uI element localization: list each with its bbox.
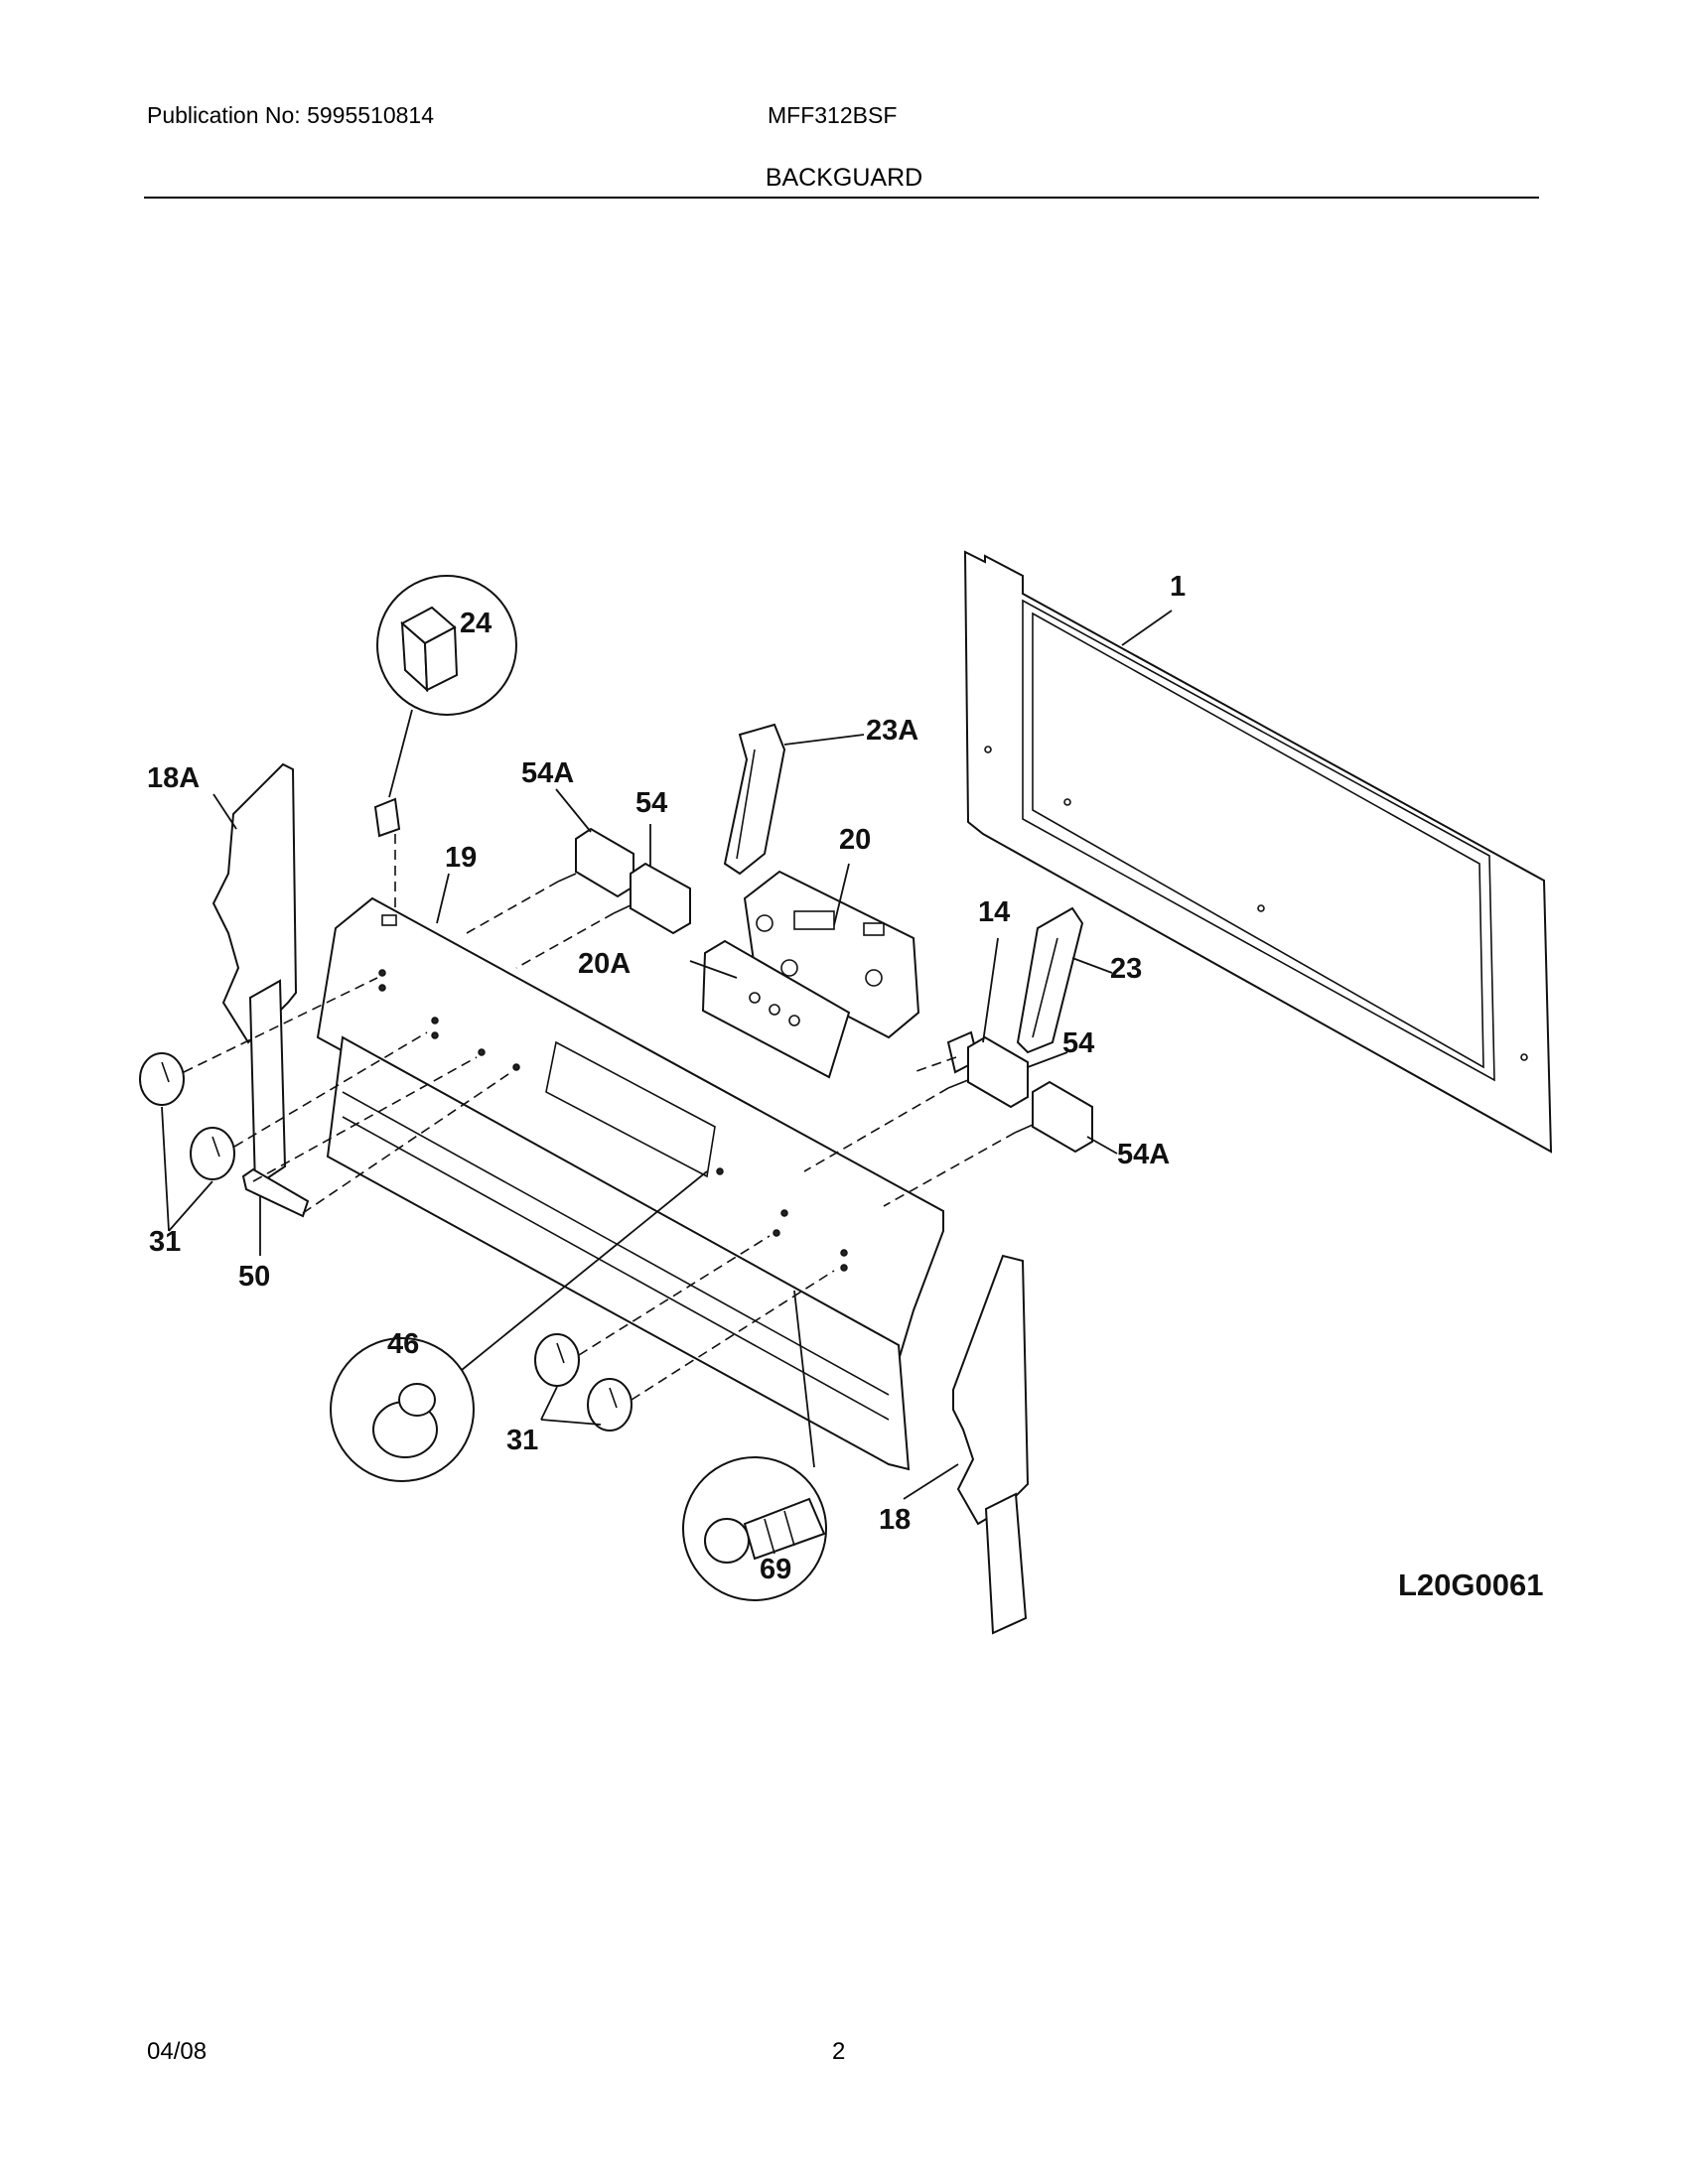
header-divider [144, 197, 1539, 199]
callout-54a-mid: 54A [1117, 1139, 1170, 1170]
part-50 [241, 1167, 310, 1218]
button-46-detail [330, 1170, 708, 1482]
overlay-20a-part [701, 939, 851, 1079]
bracket-23-part [1016, 906, 1084, 1054]
callout-50: 50 [238, 1261, 270, 1293]
infinite-switch-54a-top [557, 827, 634, 898]
infinite-switch-54-top [613, 862, 691, 935]
switch-24-part [373, 797, 401, 838]
callout-24: 24 [460, 608, 492, 639]
infinite-switch-54a-mid [1014, 1080, 1093, 1154]
rear-panel-part [963, 550, 1553, 1154]
model-number: MFF312BSF [768, 102, 898, 128]
knob-31-left-a [139, 1052, 185, 1106]
knob-31-left-b [190, 1127, 235, 1180]
infinite-switch-54-mid [947, 1035, 1029, 1109]
switch-24-detail [376, 575, 517, 798]
knob-31-bottom-a [534, 1333, 580, 1387]
callout-1: 1 [1170, 571, 1186, 603]
callout-54-top: 54 [635, 787, 667, 819]
callout-23: 23 [1110, 953, 1142, 985]
callout-19: 19 [445, 842, 477, 874]
publication-number: Publication No: 5995510814 [147, 102, 435, 128]
bracket-23a-part [723, 723, 786, 876]
end-cap-18-part [952, 1254, 1030, 1635]
control-panel-19-part [316, 896, 944, 1471]
assembly-guide-lines [183, 834, 1016, 1401]
screw-69-detail [682, 1290, 827, 1601]
page-number: 2 [832, 2038, 846, 2065]
callout-18: 18 [879, 1504, 911, 1536]
callout-31-left: 31 [149, 1226, 181, 1258]
end-cap-18a-part [211, 762, 298, 1188]
callout-18a: 18A [147, 762, 200, 794]
callout-23a: 23A [866, 715, 918, 747]
page-title: BACKGUARD [765, 164, 923, 192]
knob-31-bottom-b [587, 1378, 633, 1432]
callout-46: 46 [387, 1328, 419, 1360]
callout-20a: 20A [578, 948, 631, 980]
callout-69: 69 [760, 1554, 791, 1585]
drawing-code: L20G0061 [1398, 1568, 1544, 1602]
callout-54a-top: 54A [521, 757, 574, 789]
callout-leaders [161, 610, 1173, 1500]
footer-date: 04/08 [147, 2038, 208, 2065]
callout-14: 14 [978, 896, 1010, 928]
callout-54-mid: 54 [1062, 1027, 1094, 1059]
callout-31-bottom: 31 [506, 1425, 538, 1456]
callout-20: 20 [839, 824, 871, 856]
